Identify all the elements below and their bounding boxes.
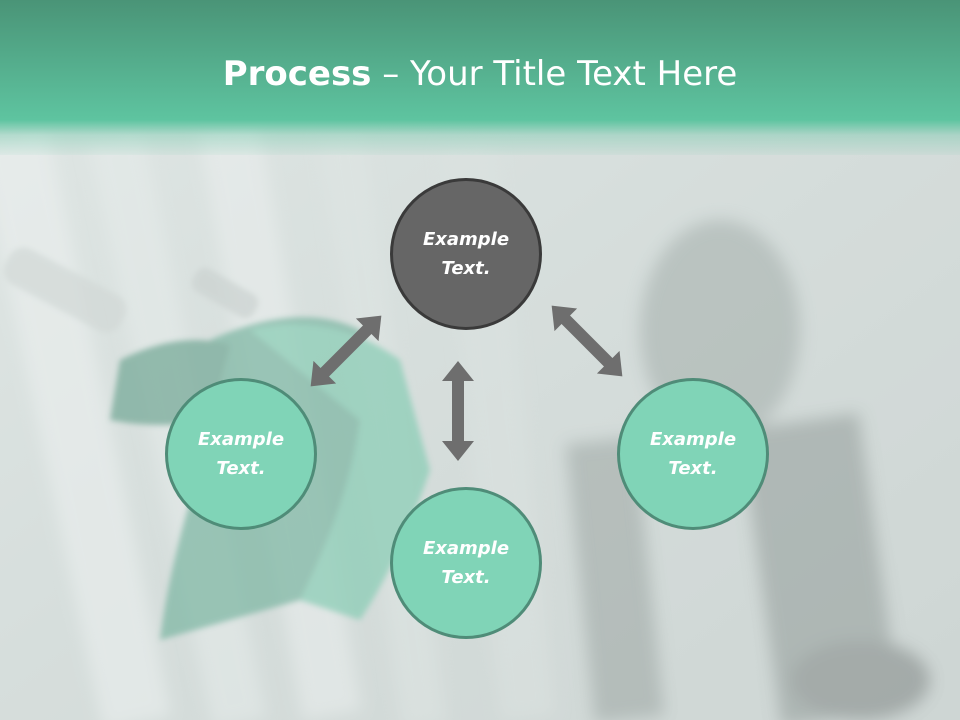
right-node: Example Text. [617,378,769,530]
title-bold-word: Process [222,54,372,94]
slide-title: Process – Your Title Text Here [0,52,960,96]
center-node-label: Example Text. [422,229,510,279]
arrow-top-left [310,315,382,387]
arrow-top-right [551,305,623,377]
double-arrow-icon [442,361,474,461]
arrow-vertical [442,361,474,461]
bottom-node: Example Text. [390,487,542,639]
title-rest: – Your Title Text Here [371,54,738,94]
left-node: Example Text. [165,378,317,530]
double-arrow-icon [551,305,623,377]
double-arrow-icon [310,315,382,387]
title-bar [0,0,960,155]
right-node-label: Example Text. [649,429,737,479]
left-node-label: Example Text. [197,429,285,479]
center-node: Example Text. [390,178,542,330]
bottom-node-label: Example Text. [422,538,510,588]
